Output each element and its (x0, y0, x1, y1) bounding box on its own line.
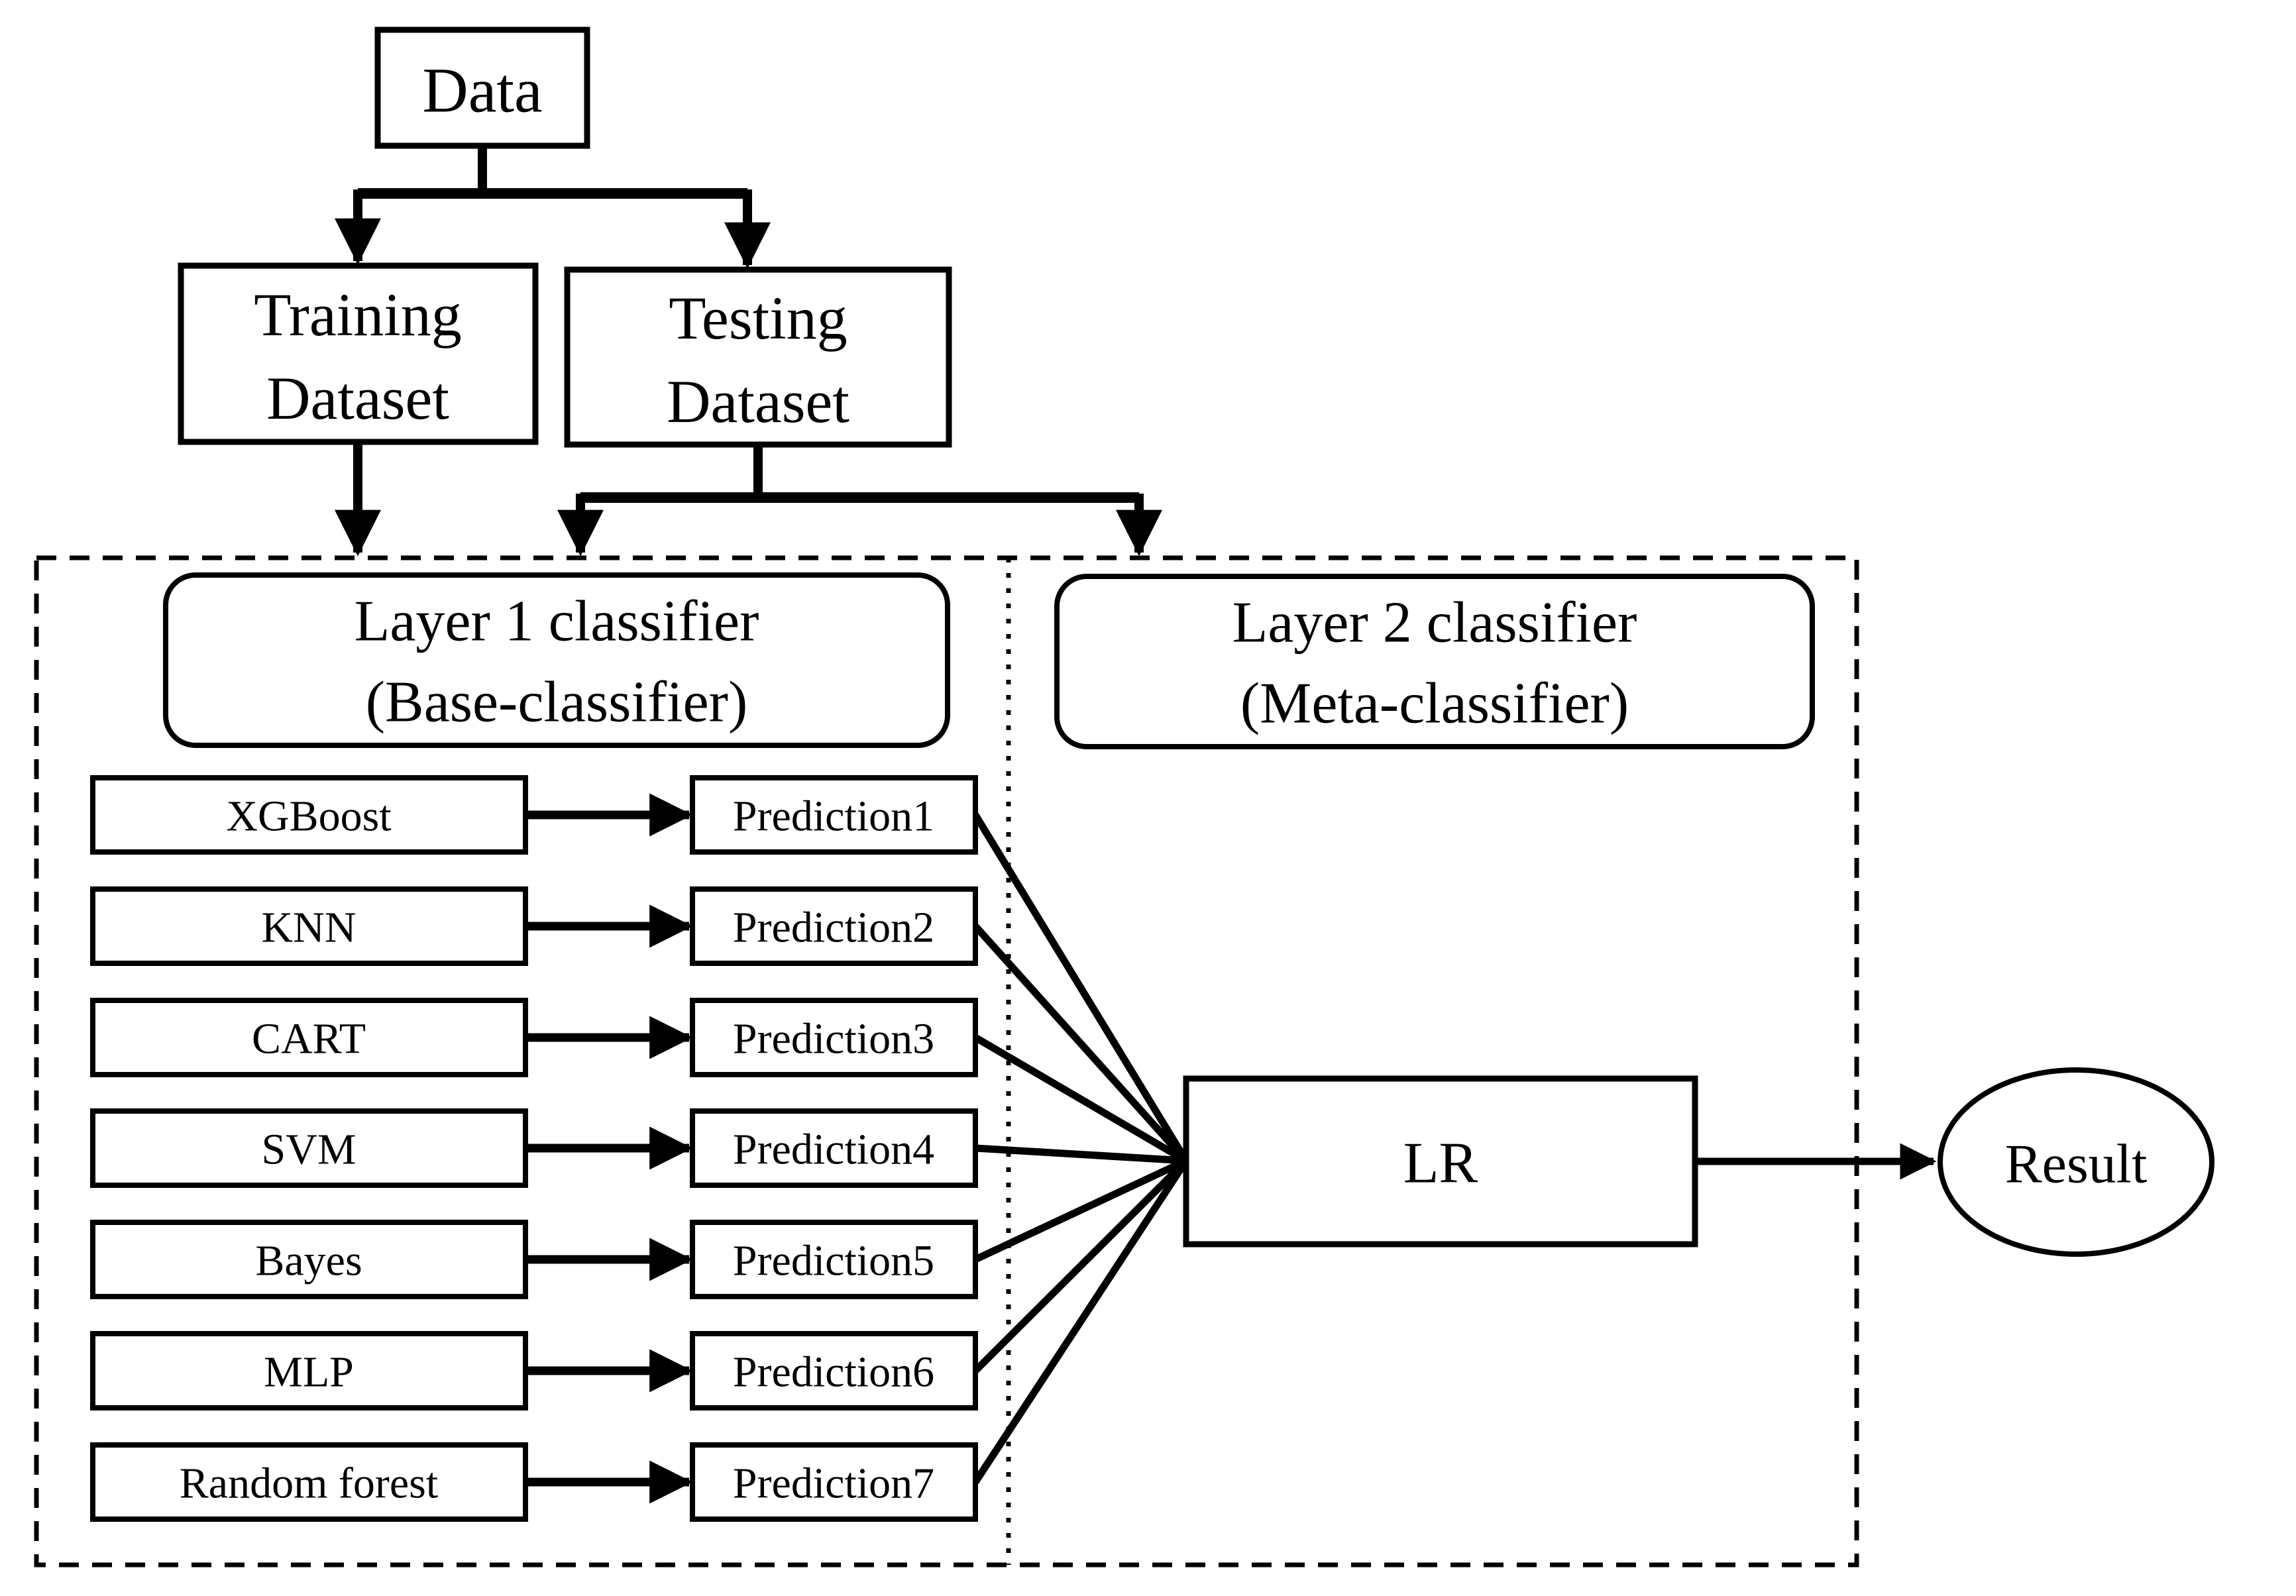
prediction-converge-lines (972, 813, 1189, 1485)
testing-label-line2: Dataset (667, 368, 849, 435)
classifier-label-mlp: MLP (264, 1348, 354, 1397)
prediction-box-5 (690, 1220, 978, 1299)
result-ellipse (1938, 1067, 2214, 1257)
prediction4-to-lr-line (975, 1144, 1187, 1165)
prediction-box-3 (690, 998, 978, 1077)
classifier-label-bayes: Bayes (255, 1237, 362, 1285)
prediction-box-6 (690, 1331, 978, 1410)
result-label: Result (2005, 1134, 2148, 1195)
prediction-label-4: Prediction4 (733, 1126, 934, 1174)
layer1-header-box (163, 572, 950, 748)
classifier-box-xgboost (90, 775, 528, 855)
training-label-line2: Dataset (266, 364, 449, 432)
classifier-box-svm (90, 1108, 528, 1188)
prediction-box-2 (690, 886, 978, 966)
prediction-label-1: Prediction1 (733, 792, 934, 841)
dashed-outer-border (34, 555, 1859, 1568)
prediction-label-2: Prediction2 (733, 904, 934, 952)
classifier-box-cart (90, 998, 528, 1077)
prediction-label-6: Prediction6 (733, 1348, 934, 1397)
data-label: Data (422, 55, 542, 126)
meta-flow: LR Result (1183, 1067, 2214, 1257)
layer1-header-line2: (Base-classifier) (366, 670, 748, 735)
testing-label-line1: Testing (669, 284, 847, 352)
prediction-label-7: Prediction7 (733, 1460, 934, 1508)
classifier-box-random-forest (90, 1442, 528, 1522)
prediction-box-1 (690, 775, 978, 855)
layer2-header-box (1054, 574, 1815, 749)
stacking-container (34, 555, 1859, 1568)
prediction-box-7 (690, 1442, 978, 1522)
layer2-header-line2: (Meta-classifier) (1240, 672, 1629, 736)
prediction2-to-lr-line (972, 924, 1189, 1163)
top-flow: Data Training Dataset Testing Dataset (178, 27, 1162, 557)
prediction6-to-lr-line (973, 1158, 1189, 1373)
layer1-header-line1: Layer 1 classifier (355, 590, 759, 654)
classifier-box-knn (90, 886, 528, 966)
testing-dataset-box (564, 266, 952, 448)
layer2-header-line1: Layer 2 classifier (1232, 591, 1637, 655)
prediction1-to-lr-line (972, 813, 1189, 1163)
training-label-line1: Training (254, 281, 462, 348)
classifier-label-random-forest: Random forest (180, 1460, 438, 1508)
classifier-label-knn: KNN (262, 904, 356, 952)
lr-box (1183, 1075, 1698, 1248)
layer-headers: Layer 1 classifier (Base-classifier) Lay… (163, 572, 1815, 749)
prediction-label-5: Prediction5 (733, 1237, 934, 1285)
prediction5-to-lr-line (973, 1157, 1188, 1263)
classifier-label-svm: SVM (261, 1126, 356, 1174)
classifier-label-xgboost: XGBoost (226, 792, 391, 841)
prediction-label-3: Prediction3 (733, 1015, 934, 1063)
prediction-box-4 (690, 1108, 978, 1188)
prediction3-to-lr-line (973, 1034, 1188, 1164)
prediction7-to-lr-line (972, 1158, 1189, 1485)
classifier-label-cart: CART (252, 1015, 366, 1063)
lr-label: LR (1403, 1132, 1478, 1196)
